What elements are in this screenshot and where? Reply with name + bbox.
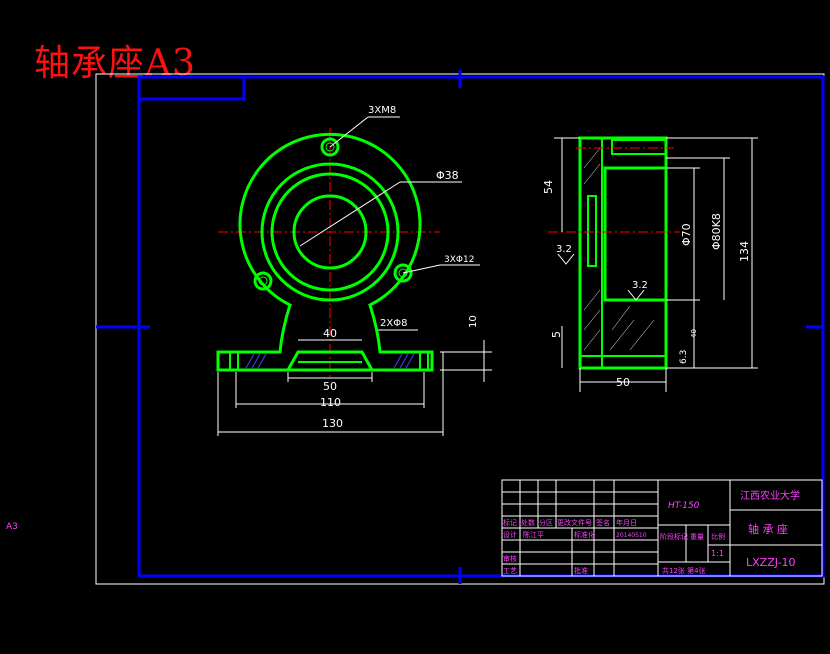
centering-marks: [96, 70, 824, 584]
title-block-text: HT-150 江西农业大学 轴 承 座 LXZZJ-10 标记 处数 分区 更改…: [503, 489, 800, 575]
dim-10-front: 10: [468, 315, 479, 328]
design-date: 20140510: [616, 532, 647, 539]
th-change-doc: 更改文件号: [557, 518, 592, 527]
paper-size-label: A3: [6, 522, 18, 532]
dim-40-side: 40: [690, 329, 698, 338]
dim-110: 110: [320, 396, 341, 409]
material-text: HT-150: [668, 501, 700, 511]
designer-label: 设计: [503, 530, 517, 539]
roughness-right: 6.3: [679, 350, 689, 364]
outer-frame: [95, 73, 825, 585]
title-block: [501, 479, 823, 577]
dim-134: 134: [738, 241, 751, 262]
dim-54: 54: [542, 180, 555, 194]
roughness-bore: 3.2: [632, 280, 648, 291]
callout-3xm8: 3XM8: [368, 105, 396, 116]
middle-ring: [270, 172, 390, 292]
inner-frame: [137, 75, 825, 578]
school-name: 江西农业大学: [740, 489, 800, 502]
sheet-count: 共12张 第4张: [662, 566, 706, 575]
callout-d38: Φ38: [436, 169, 459, 182]
dim-50-front: 50: [323, 380, 337, 393]
corner-box: [137, 75, 246, 101]
dim-50-side: 50: [616, 376, 630, 389]
roughness-left: 3.2: [556, 244, 572, 255]
callout-2xd8: 2XΦ8: [380, 318, 407, 329]
th-signature: 签名: [596, 518, 610, 527]
scale-label: 比例: [711, 532, 725, 541]
drawing-number: LXZZJ-10: [746, 556, 796, 569]
base-hole-left: [229, 351, 239, 371]
th-mark: 标记: [503, 518, 517, 527]
dim-130: 130: [322, 417, 343, 430]
outer-ring: [260, 162, 400, 302]
bolt-hole-right: [393, 263, 413, 283]
part-name: 轴 承 座: [748, 522, 788, 536]
bore-circle: [292, 194, 368, 270]
process-label: 工艺: [503, 567, 517, 575]
approve-label: 批准: [574, 566, 588, 575]
standard-label: 标准化: [574, 530, 595, 539]
stage-label: 阶段标记: [660, 532, 688, 541]
weight-label: 重量: [690, 533, 704, 541]
dim-40-front: 40: [323, 327, 337, 340]
th-zone: 分区: [539, 518, 553, 527]
base-hole-right: [419, 351, 429, 371]
bolt-hole-left: [253, 271, 273, 291]
front-view: 3XM8 Φ38 3XΦ12 2XΦ8 40 10 50 110 130: [216, 105, 492, 436]
dim-5: 5: [550, 331, 563, 338]
side-view: 54 5 50 Φ70 Φ80K8 134 40 3.2 3.2 6.3: [542, 136, 758, 392]
th-date: 年月日: [616, 518, 637, 527]
dim-phi70: Φ70: [680, 223, 693, 246]
callout-3xd12: 3XΦ12: [444, 255, 474, 265]
dim-phi80k8: Φ80K8: [710, 213, 723, 250]
th-count: 处数: [521, 518, 535, 527]
scale-value: 1:1: [711, 549, 724, 558]
bolt-hole-top: [320, 137, 340, 157]
review-label: 审核: [503, 554, 517, 563]
designer-name: 陈江平: [523, 530, 544, 539]
